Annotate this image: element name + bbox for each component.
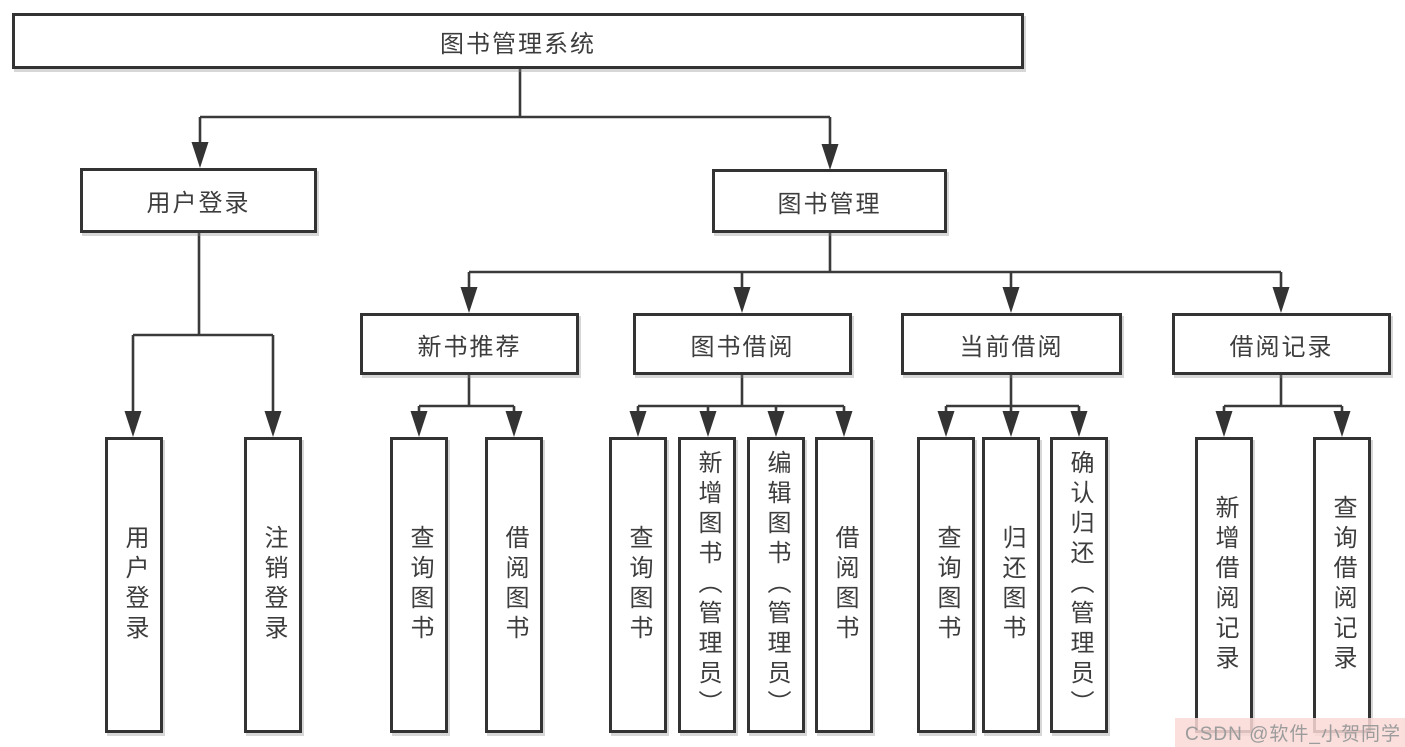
leaf-label: 归还图书 (998, 525, 1025, 645)
arrowhead-icon (1215, 411, 1233, 437)
leaf-borrow-books-1: 借阅图书 (485, 437, 543, 733)
node-book-borrow-label: 图书借阅 (690, 333, 795, 361)
arrowhead-icon (835, 411, 853, 437)
leaf-confirm-return-admin: 确认归还（管理员） (1050, 437, 1108, 733)
leaf-borrow-books-2: 借阅图书 (815, 437, 873, 733)
leaf-query-books-2: 查询图书 (609, 437, 667, 733)
leaf-label: 查询图书 (625, 525, 652, 645)
leaf-add-book-admin: 新增图书（管理员） (678, 437, 736, 733)
arrowhead-icon (410, 411, 428, 437)
leaf-label: 查询图书 (933, 525, 960, 645)
leaf-label: 注销登录 (260, 525, 287, 645)
node-current-borrow-label: 当前借阅 (959, 333, 1064, 361)
leaf-return-books: 归还图书 (982, 437, 1040, 733)
leaf-label: 用户登录 (121, 525, 148, 645)
arrowhead-icon (767, 411, 785, 437)
node-root: 图书管理系统 (12, 13, 1024, 69)
arrowhead-icon (821, 144, 839, 170)
arrowhead-icon (699, 411, 717, 437)
leaf-label: 借阅图书 (501, 525, 528, 645)
leaf-query-books-1: 查询图书 (390, 437, 448, 733)
node-root-label: 图书管理系统 (440, 30, 596, 58)
leaf-label: 查询图书 (406, 525, 433, 645)
arrowhead-icon (1002, 411, 1020, 437)
arrowhead-icon (505, 411, 523, 437)
leaf-label: 编辑图书（管理员） (763, 450, 790, 720)
arrowhead-icon (124, 411, 142, 437)
leaf-label: 确认归还（管理员） (1066, 450, 1093, 720)
leaf-edit-book-admin: 编辑图书（管理员） (747, 437, 805, 733)
watermark: CSDN @软件_小贺同学 (1175, 718, 1405, 747)
leaf-logout: 注销登录 (244, 437, 302, 733)
node-book-management-label: 图书管理 (777, 190, 882, 218)
connector-path (131, 69, 1344, 415)
node-user-login-label: 用户登录 (146, 190, 251, 217)
arrowhead-icon (460, 287, 478, 313)
leaf-label: 查询借阅记录 (1329, 495, 1356, 675)
arrowhead-icon (629, 411, 647, 437)
arrowhead-icon (1333, 411, 1351, 437)
arrowhead-icon (733, 287, 751, 313)
leaf-label: 新增借阅记录 (1211, 495, 1238, 675)
node-borrow-records-label: 借阅记录 (1229, 333, 1334, 361)
node-new-book-recommend-label: 新书推荐 (417, 333, 522, 361)
arrowhead-icon (1272, 287, 1290, 313)
arrowhead-icon (1070, 411, 1088, 437)
node-current-borrow: 当前借阅 (901, 313, 1122, 375)
leaf-query-books-3: 查询图书 (917, 437, 975, 733)
leaf-label: 借阅图书 (831, 525, 858, 645)
leaf-label: 新增图书（管理员） (694, 450, 721, 720)
watermark-text: CSDN @软件_小贺同学 (1185, 724, 1401, 745)
node-book-borrow: 图书借阅 (633, 313, 852, 375)
node-book-management: 图书管理 (712, 169, 947, 233)
leaf-query-borrow-record: 查询借阅记录 (1313, 437, 1371, 733)
arrowhead-icon (937, 411, 955, 437)
leaf-user-login: 用户登录 (105, 437, 163, 733)
arrowhead-icon (1002, 287, 1020, 313)
arrowhead-icon (264, 411, 282, 437)
node-new-book-recommend: 新书推荐 (360, 313, 579, 375)
node-user-login: 用户登录 (80, 168, 317, 233)
node-borrow-records: 借阅记录 (1172, 313, 1391, 375)
arrowhead-icon (191, 142, 209, 168)
leaf-add-borrow-record: 新增借阅记录 (1195, 437, 1253, 733)
